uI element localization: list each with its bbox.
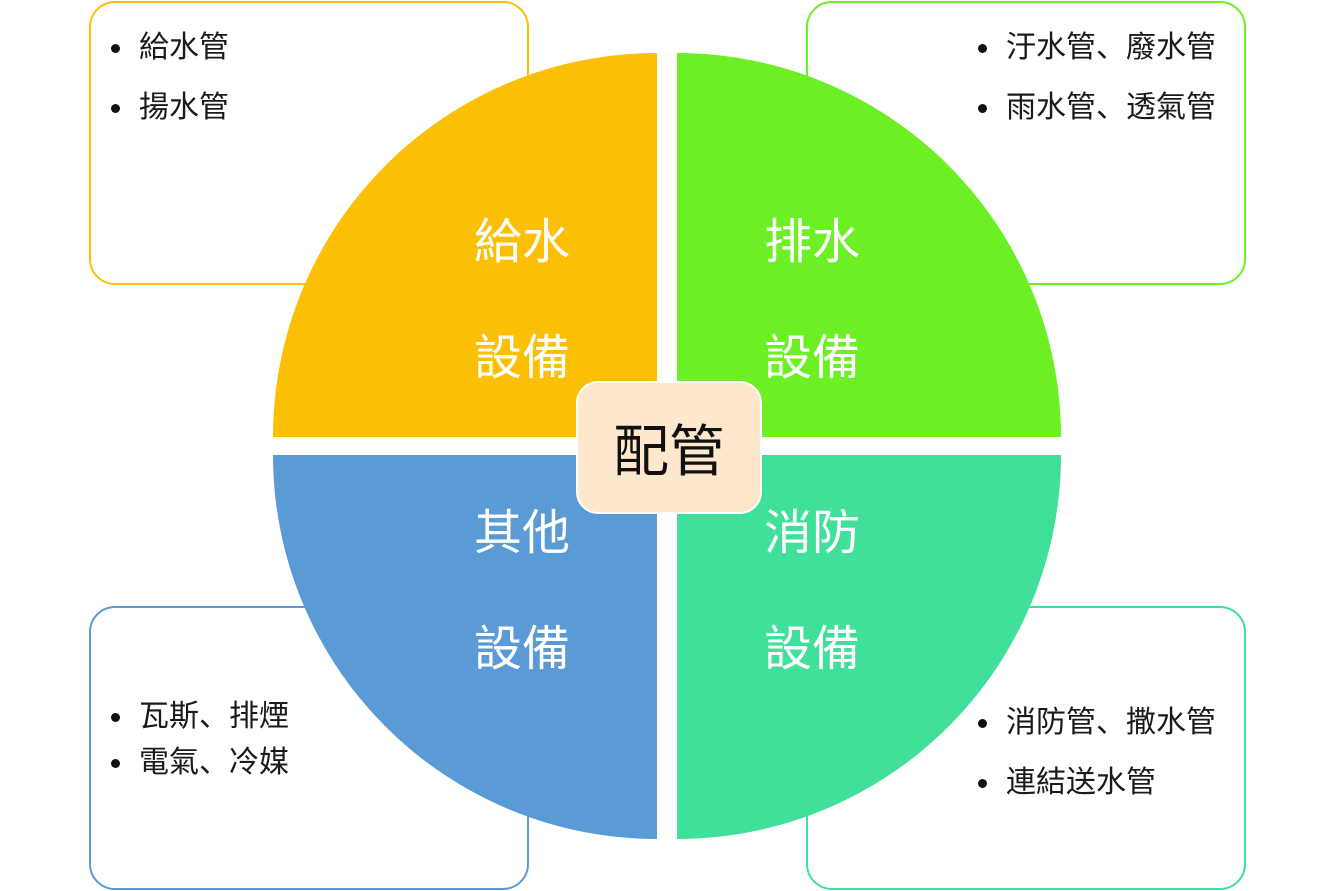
quadrant-label-line: 設備 <box>473 621 570 677</box>
detail-list-drainage: 汙水管、廢水管 雨水管、透氣管 <box>958 33 1216 123</box>
quadrant-fire <box>677 455 1061 839</box>
quadrant-label-line: 設備 <box>763 621 860 677</box>
list-item: 給水管 <box>91 33 229 63</box>
list-item: 電氣、冷媒 <box>91 748 289 778</box>
list-item: 瓦斯、排煙 <box>91 702 289 732</box>
list-item: 連結送水管 <box>958 768 1216 798</box>
detail-list-fire: 消防管、撒水管 連結送水管 <box>958 708 1216 798</box>
list-item: 消防管、撒水管 <box>958 708 1216 738</box>
quadrant-label-line: 排水 <box>763 214 860 270</box>
quadrant-label-line: 消防 <box>763 505 860 561</box>
center-label-box: 配管 <box>576 381 762 514</box>
detail-list-water-supply: 給水管 揚水管 <box>91 33 229 123</box>
list-item: 雨水管、透氣管 <box>958 93 1216 123</box>
quadrant-other <box>273 455 657 839</box>
quadrant-label-line: 給水 <box>473 214 570 270</box>
list-item: 汙水管、廢水管 <box>958 33 1216 63</box>
quadrant-label-fire: 消防 設備 <box>742 475 882 707</box>
center-label: 配管 <box>613 420 725 485</box>
detail-list-other: 瓦斯、排煙 電氣、冷媒 <box>91 702 289 778</box>
quadrant-water-supply <box>273 53 657 437</box>
quadrant-label-other: 其他 設備 <box>452 475 592 707</box>
quadrant-label-drainage: 排水 設備 <box>742 184 882 416</box>
quadrant-label-line: 設備 <box>473 330 570 386</box>
quadrant-label-line: 其他 <box>473 505 570 561</box>
quadrant-label-line: 設備 <box>763 330 860 386</box>
quadrant-drainage <box>677 53 1061 437</box>
list-item: 揚水管 <box>91 93 229 123</box>
quadrant-label-water-supply: 給水 設備 <box>452 184 592 416</box>
